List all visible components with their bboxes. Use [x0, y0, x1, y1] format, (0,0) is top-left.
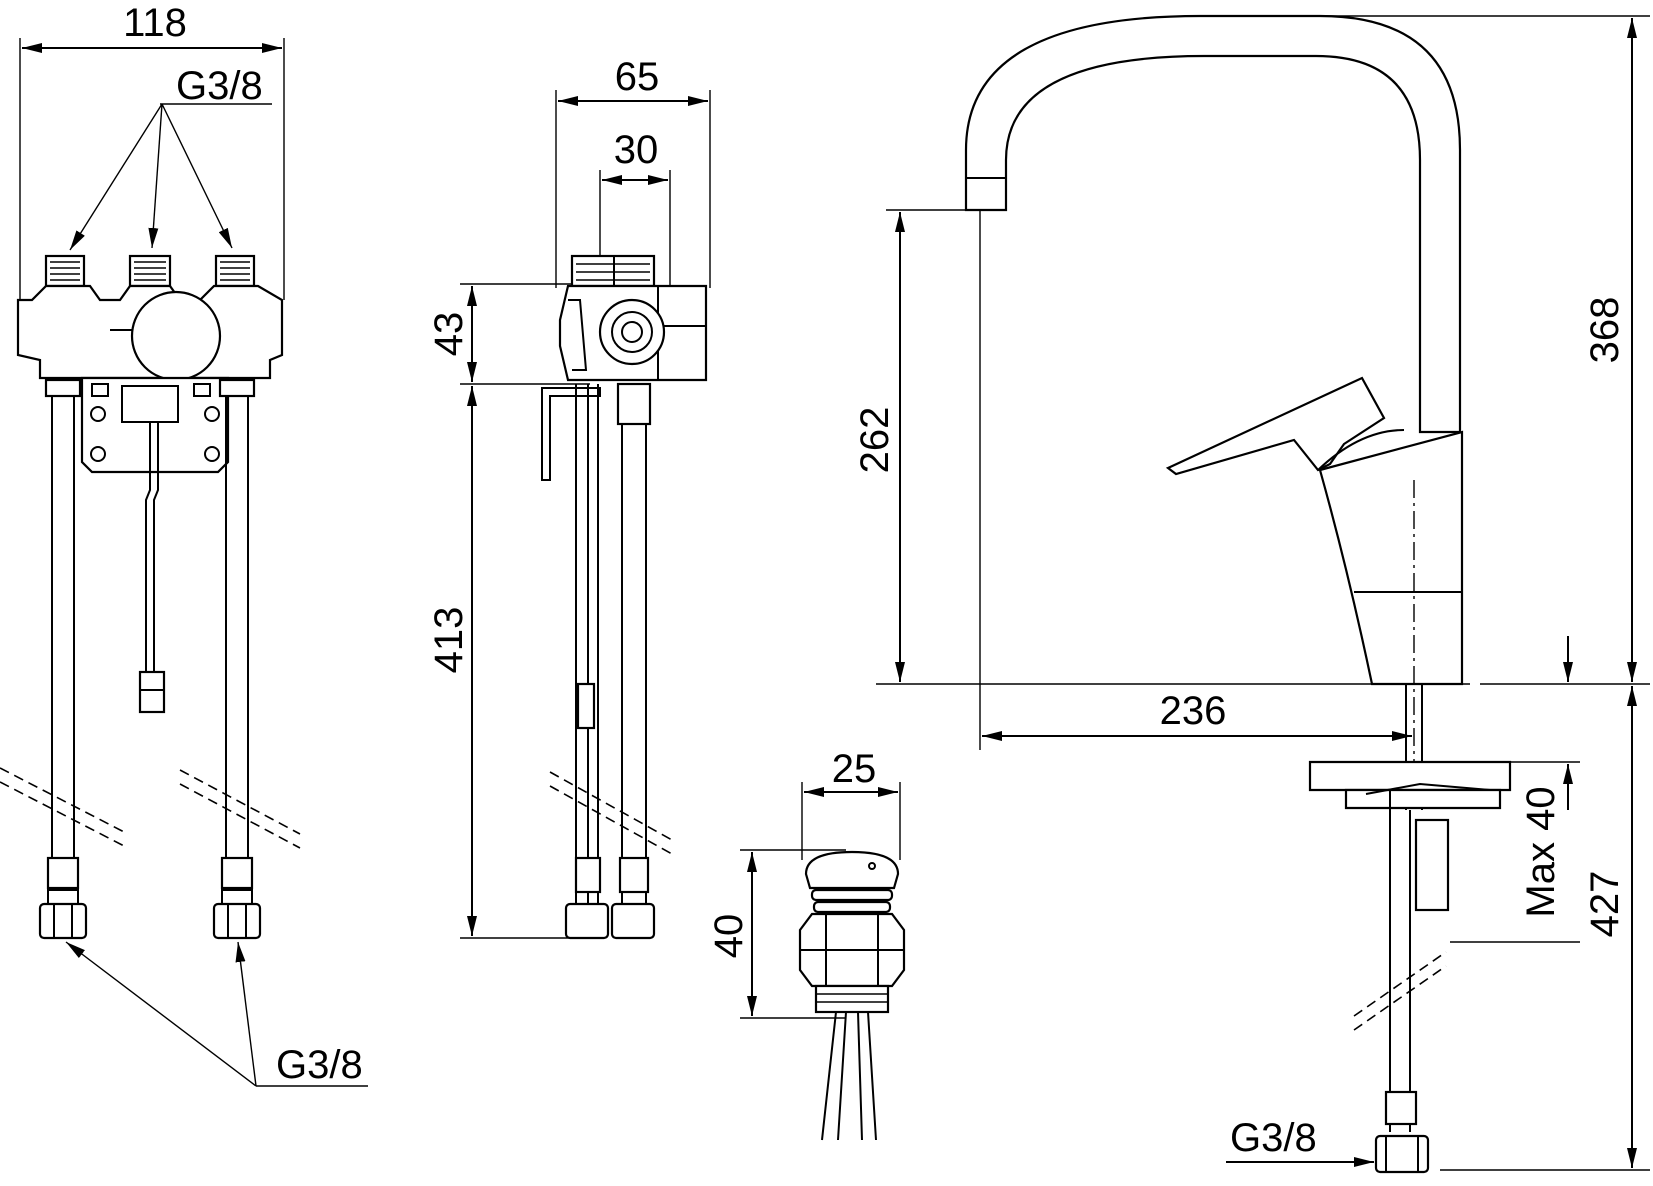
cable-plug [138, 670, 166, 714]
dim-label-max-40: Max 40 [1519, 786, 1563, 917]
valve-knob-ring [611, 311, 653, 353]
faucet-hose [1389, 790, 1411, 1132]
leader-arrow-3 [161, 103, 233, 249]
break-lines-right-view [1353, 951, 1447, 1031]
faucet-nut [1374, 1134, 1430, 1174]
side-bracket [541, 387, 601, 481]
thread-label-top: G3/8 [176, 64, 263, 108]
break-lines-right [179, 769, 301, 849]
hose-right [225, 378, 249, 890]
screw-hole [90, 446, 106, 462]
fixing-nut [1414, 818, 1450, 912]
dim-label-236: 236 [1160, 689, 1227, 733]
dim-label-262: 262 [853, 407, 897, 474]
mounting-plate [80, 376, 230, 474]
sensor-cable [145, 422, 159, 672]
side-cable-plug [576, 682, 596, 730]
sensor-stem-view: 25 40 [707, 747, 906, 1141]
hose-nut-right [212, 902, 262, 940]
dim-label-413: 413 [427, 607, 471, 674]
valve-knob-center [621, 321, 643, 343]
mounting-washer [1344, 788, 1502, 810]
dim-label-30: 30 [614, 128, 659, 172]
thread-connector-middle [128, 254, 172, 288]
stem-cap [804, 850, 900, 890]
hose-collar [218, 378, 256, 398]
dim-label-427: 427 [1583, 871, 1627, 938]
stem-ring [810, 888, 894, 902]
plate-tab [91, 383, 109, 397]
faucet-spout [964, 14, 1462, 434]
side-body-edge [568, 299, 588, 371]
lever-edge [1317, 429, 1405, 471]
leader-arrow-4 [65, 941, 257, 1087]
front-view-valve: 118 G3/8 [0, 1, 368, 1087]
screw-hole [204, 446, 220, 462]
leader-arrow-5 [235, 941, 257, 1087]
stem-ring [812, 900, 892, 914]
valve-cartridge [130, 290, 222, 382]
hose-left [51, 378, 75, 890]
dim-label-25: 25 [832, 747, 877, 791]
leader-arrow-2 [148, 103, 163, 249]
thread-connector-left [44, 254, 86, 288]
valve-knob-outer [598, 298, 666, 366]
side-hose [621, 384, 647, 906]
stem-cables [821, 1011, 877, 1141]
stem-hole [868, 862, 876, 870]
side-crimp [618, 856, 650, 894]
break-lines-left [0, 767, 129, 849]
side-hose-collar [616, 382, 652, 426]
dim-label-40: 40 [707, 914, 751, 959]
break-lines-middle [549, 771, 673, 855]
dim-label-118: 118 [123, 1, 187, 45]
faucet-lever [1165, 376, 1386, 476]
hose-crimp [46, 856, 80, 890]
thread-connector-right [214, 254, 256, 288]
dim-label-65: 65 [615, 55, 660, 99]
plate-tab [193, 383, 211, 397]
faucet-crimp [1384, 1090, 1418, 1126]
dim-label-368: 368 [1583, 297, 1627, 364]
hose-crimp [220, 856, 254, 890]
thread-label-bottom-right: G3/8 [1230, 1116, 1317, 1160]
stem-thread [814, 984, 890, 1014]
faucet-view: 262 368 236 Max 40 427 G3/8 [853, 14, 1650, 1174]
side-nut [564, 902, 610, 940]
side-view-valve: 65 30 43 413 [427, 55, 711, 940]
thread-label-bottom-left: G3/8 [276, 1043, 363, 1087]
screw-hole [204, 406, 220, 422]
faucet-body [1318, 430, 1464, 686]
side-hose-cable [575, 384, 599, 906]
side-crimp [574, 856, 602, 894]
leader-arrow-1 [69, 103, 163, 251]
washer-detail [1365, 782, 1491, 795]
dim-label-43: 43 [427, 312, 471, 357]
hose-collar [44, 378, 82, 398]
side-nut [610, 902, 656, 940]
screw-hole [90, 406, 106, 422]
hose-nut-left [38, 902, 88, 940]
